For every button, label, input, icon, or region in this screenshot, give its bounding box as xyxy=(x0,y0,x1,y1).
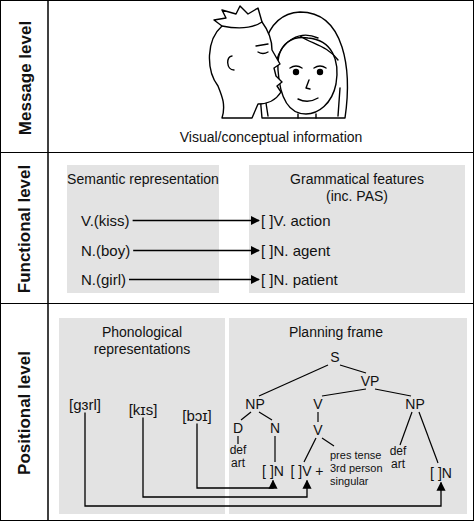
frame-slot-text: [ ]N xyxy=(262,463,284,480)
semantic-item: N.(boy) xyxy=(81,242,130,259)
semantic-item-text: V.(kiss) xyxy=(81,212,130,229)
grammatical-slot: [ ]N. patient xyxy=(261,271,338,288)
boy-head xyxy=(209,17,282,118)
semantic-item: N.(girl) xyxy=(81,271,126,288)
kiss-illustration xyxy=(209,6,347,118)
phonological-form: [gɜrl] xyxy=(69,396,101,413)
frame-slot: [ ]N xyxy=(262,463,284,480)
level-label: Message level xyxy=(14,1,36,154)
tree-label: pres tense 3rd person singular xyxy=(330,449,384,488)
panel-title: Semantic representation xyxy=(67,171,219,188)
phonological-form-text: [gɜrl] xyxy=(69,396,101,413)
tree-label: NP xyxy=(405,398,424,411)
girl-face xyxy=(278,38,337,114)
girl-eye xyxy=(294,70,299,75)
girl-eye xyxy=(318,70,323,75)
panel-title: Planning frame xyxy=(229,324,443,341)
phonological-form: [kɪs] xyxy=(129,401,158,418)
level-label: Functional level xyxy=(14,153,36,305)
semantic-item: V.(kiss) xyxy=(81,212,130,229)
phonological-form: [bɔɪ] xyxy=(182,407,212,424)
girl-hair-strands xyxy=(264,35,340,116)
grey-panel: Grammatical features (inc. PAS) [ ]V. act… xyxy=(249,165,465,293)
grammatical-slot: [ ]N. agent xyxy=(261,242,330,259)
level-band: Functional level Semantic representationV… xyxy=(0,152,474,304)
tree-label: NP xyxy=(245,398,264,411)
tree-label: def art xyxy=(385,445,411,471)
level-label: Positional level xyxy=(14,304,36,521)
frame-slot-text: [ ]N xyxy=(430,465,452,482)
tree-label: V xyxy=(313,424,322,437)
grammatical-slot-text: [ ]V. action xyxy=(261,212,331,229)
frame-slot-text: [ ]V + xyxy=(290,463,323,480)
grammatical-slot-text: [ ]N. patient xyxy=(261,271,338,288)
tree-label: S xyxy=(330,351,339,364)
girl-eyelids xyxy=(290,66,326,68)
frame-slot: [ ]V + xyxy=(290,463,323,480)
level-band: Positional level Phonological representat… xyxy=(0,303,474,521)
boy-hair xyxy=(214,6,262,28)
illustration-caption: Visual/conceptual information xyxy=(180,129,363,145)
semantic-item-text: N.(boy) xyxy=(81,242,130,259)
grey-panel: Semantic representationV.(kiss) N.(boy) N.… xyxy=(67,165,219,293)
tree-label: VP xyxy=(361,375,380,388)
tree-label: N xyxy=(270,422,280,435)
tree-label: D xyxy=(233,422,243,435)
panel-title: Phonological representations xyxy=(59,324,225,358)
tree-label: V xyxy=(313,398,322,411)
tree-label: def art xyxy=(225,444,251,470)
panel-title: Grammatical features (inc. PAS) xyxy=(282,171,432,205)
semantic-item-text: N.(girl) xyxy=(81,271,126,288)
girl-hair xyxy=(260,12,347,118)
column-divider xyxy=(47,0,49,521)
level-band: Message levelVisual/conceptual informati… xyxy=(0,0,474,153)
phonological-form-text: [bɔɪ] xyxy=(182,407,212,424)
girl-features xyxy=(298,80,318,118)
phonological-form-text: [kɪs] xyxy=(129,401,158,418)
grey-panel: Phonological representations [gɜrl] [kɪs] [… xyxy=(59,318,225,514)
grammatical-slot-text: [ ]N. agent xyxy=(261,242,330,259)
grammatical-slot: [ ]V. action xyxy=(261,212,331,229)
boy-features xyxy=(228,44,268,70)
frame-slot: [ ]N xyxy=(430,465,452,482)
